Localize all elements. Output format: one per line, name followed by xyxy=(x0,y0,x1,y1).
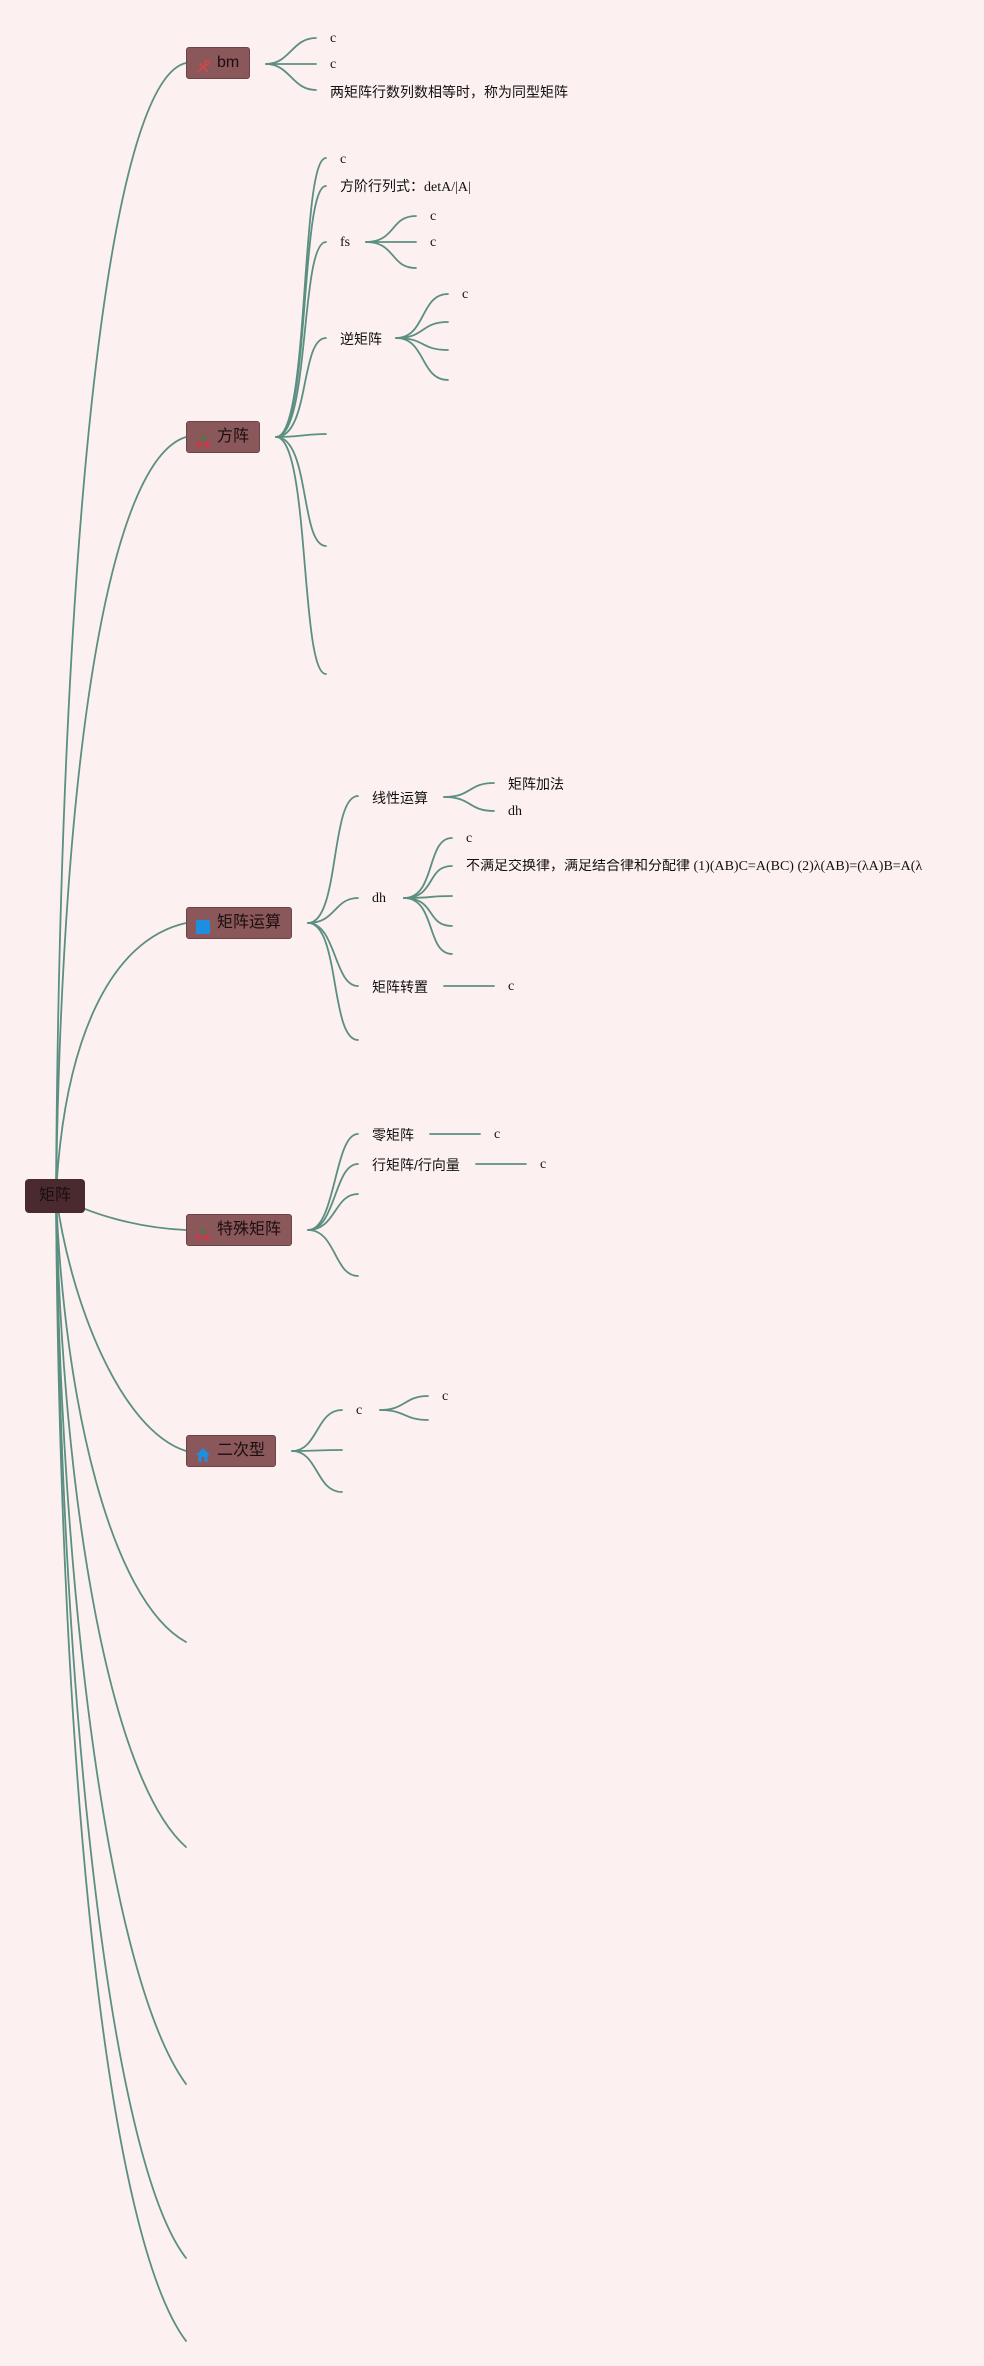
link-linear-dh xyxy=(443,796,495,812)
link-special-row xyxy=(307,1163,359,1231)
link-bm-text xyxy=(265,63,317,91)
link-fs-e xyxy=(365,241,417,269)
quadratic-c-child-c: c xyxy=(442,1389,449,1404)
link-square-det xyxy=(275,185,327,438)
root-node[interactable]: 矩阵 xyxy=(25,1179,86,1213)
tools-icon xyxy=(195,55,211,74)
link-ops-e xyxy=(307,922,359,1041)
zero-child-c: c xyxy=(494,1127,501,1142)
link-root-bm xyxy=(55,62,187,1196)
link-root-empty-1 xyxy=(55,1194,187,1643)
ops-child-dh: dh xyxy=(372,891,386,906)
link-inverse-e1 xyxy=(395,321,449,339)
branch-quadratic[interactable]: 二次型 xyxy=(186,1435,277,1467)
inverse-child-c: c xyxy=(462,287,469,302)
link-root-empty-5 xyxy=(55,1194,187,2342)
blue-house-icon xyxy=(195,1443,211,1462)
link-root-empty-3 xyxy=(55,1194,187,2085)
link-root-ops xyxy=(55,922,187,1196)
cherry-icon xyxy=(195,429,211,448)
fs-child-c2: c xyxy=(430,235,437,250)
branch-quadratic-label: 二次型 xyxy=(217,1442,266,1459)
link-ops-linear xyxy=(307,795,359,924)
link-root-quadratic xyxy=(55,1194,187,1452)
link-inverse-c xyxy=(395,293,449,339)
quadratic-child-c: c xyxy=(356,1403,363,1418)
special-child-zero: 零矩阵 xyxy=(372,1127,414,1143)
link-square-fs xyxy=(275,241,327,438)
cherry-icon xyxy=(195,1222,211,1241)
dh-child-c: c xyxy=(466,831,473,846)
link-inverse-e3 xyxy=(395,337,449,381)
transpose-child-c: c xyxy=(508,979,515,994)
link-linear-add xyxy=(443,782,495,798)
row-child-c: c xyxy=(540,1157,547,1172)
square-child-inverse: 逆矩阵 xyxy=(340,331,382,347)
fs-child-c1: c xyxy=(430,209,437,224)
link-bm-c1 xyxy=(265,37,317,65)
link-square-e3 xyxy=(275,436,327,675)
bm-child-c1: c xyxy=(330,31,337,46)
link-fs-c1 xyxy=(365,215,417,243)
bm-child-c2: c xyxy=(330,57,337,72)
branch-special-label: 特殊矩阵 xyxy=(217,1221,282,1238)
link-dh-c xyxy=(403,837,453,899)
link-root-square xyxy=(55,436,187,1196)
square-child-fs: fs xyxy=(340,235,351,250)
square-child-det: 方阶行列式：detA/|A| xyxy=(340,180,471,195)
link-square-c1 xyxy=(275,157,327,438)
ops-child-linear: 线性运算 xyxy=(372,790,428,806)
link-qc-c xyxy=(379,1395,429,1411)
linear-child-dh: dh xyxy=(508,804,522,819)
link-special-zero xyxy=(307,1133,359,1231)
link-special-e1 xyxy=(307,1193,359,1231)
link-dh-text xyxy=(403,865,453,899)
special-child-row: 行矩阵/行向量 xyxy=(372,1157,460,1173)
link-qc-e xyxy=(379,1409,429,1421)
link-special-e2 xyxy=(307,1229,359,1277)
link-square-e1 xyxy=(275,433,327,438)
link-dh-e3 xyxy=(403,897,453,955)
link-root-empty-2 xyxy=(55,1194,187,1848)
branch-special[interactable]: 特殊矩阵 xyxy=(186,1214,293,1246)
blue-square-icon xyxy=(195,915,211,934)
ops-child-transpose: 矩阵转置 xyxy=(372,979,428,995)
branch-matrix-ops[interactable]: 矩阵运算 xyxy=(186,907,293,939)
square-child-c: c xyxy=(340,152,347,167)
link-quadratic-c xyxy=(291,1409,343,1452)
bm-child-same-type: 两矩阵行数列数相等时，称为同型矩阵 xyxy=(330,84,568,100)
link-root-empty-4 xyxy=(55,1194,187,2259)
dh-child-laws: 不满足交换律，满足结合律和分配律 (1)(AB)C=A(BC) (2)λ(AB)… xyxy=(466,859,923,874)
branch-bm[interactable]: bm xyxy=(186,47,251,79)
link-ops-dh xyxy=(307,897,359,924)
linear-child-add: 矩阵加法 xyxy=(508,776,564,792)
branch-bm-label: bm xyxy=(217,54,240,71)
root-label: 矩阵 xyxy=(39,1187,72,1204)
branch-square[interactable]: 方阵 xyxy=(186,421,261,453)
link-quadratic-e1 xyxy=(291,1449,343,1452)
link-quadratic-e2 xyxy=(291,1450,343,1493)
branch-matrix-ops-label: 矩阵运算 xyxy=(217,914,282,931)
link-square-inverse xyxy=(275,337,327,438)
link-square-e2 xyxy=(275,436,327,547)
branch-square-label: 方阵 xyxy=(217,428,250,445)
